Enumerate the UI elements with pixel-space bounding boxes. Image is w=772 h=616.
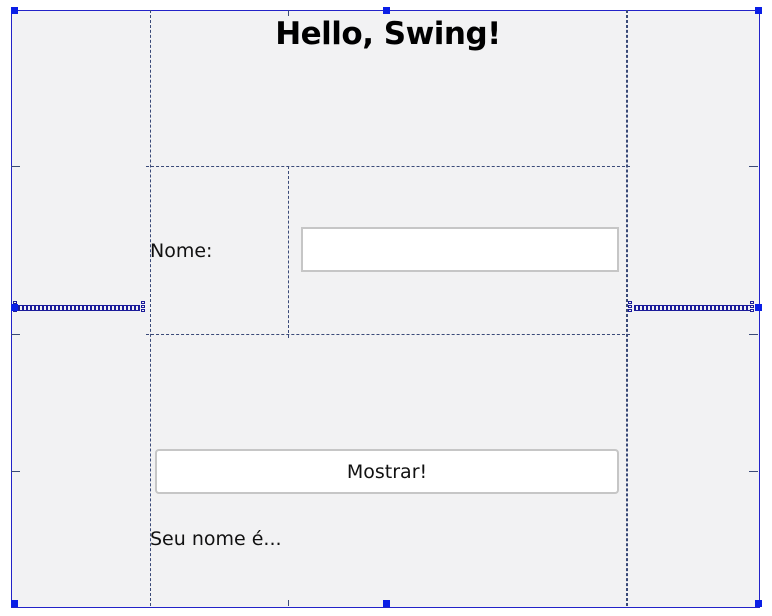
- column-guide-middle: [288, 166, 289, 338]
- row-tick-left-2: [11, 334, 20, 335]
- resize-handle-middle-left[interactable]: [11, 304, 18, 311]
- name-label[interactable]: Nome:: [150, 240, 213, 262]
- show-button[interactable]: Mostrar!: [155, 449, 619, 494]
- title-label[interactable]: Hello, Swing!: [275, 16, 501, 52]
- right-spring-end-cap: [750, 301, 755, 315]
- resize-handle-bottom-right[interactable]: [755, 600, 762, 607]
- row-tick-left-3: [11, 471, 20, 472]
- row-tick-right-3: [749, 471, 758, 472]
- left-spring[interactable]: [18, 305, 140, 311]
- resize-handle-middle-right[interactable]: [755, 304, 762, 311]
- left-spring-cap: [141, 301, 146, 315]
- name-input[interactable]: [301, 227, 619, 272]
- resize-handle-top-center[interactable]: [383, 7, 390, 14]
- row-tick-right-2: [749, 334, 758, 335]
- row-tick-right-1: [749, 166, 758, 167]
- column-tick-bottom: [288, 600, 289, 606]
- row-tick-left-1: [11, 166, 20, 167]
- resize-handle-top-right[interactable]: [755, 7, 762, 14]
- row-guide-bottom: [146, 334, 630, 335]
- resize-handle-top-left[interactable]: [11, 7, 18, 14]
- column-guide-left: [150, 10, 151, 606]
- column-guide-right: [626, 10, 627, 606]
- row-guide-top: [146, 166, 630, 167]
- resize-handle-bottom-left[interactable]: [11, 600, 18, 607]
- column-tick-top: [288, 10, 289, 16]
- right-spring-cap: [628, 301, 633, 315]
- right-spring[interactable]: [634, 305, 750, 311]
- resize-handle-bottom-center[interactable]: [383, 600, 390, 607]
- column-guide-right-inner: [627, 10, 628, 606]
- result-label[interactable]: Seu nome é...: [150, 528, 282, 550]
